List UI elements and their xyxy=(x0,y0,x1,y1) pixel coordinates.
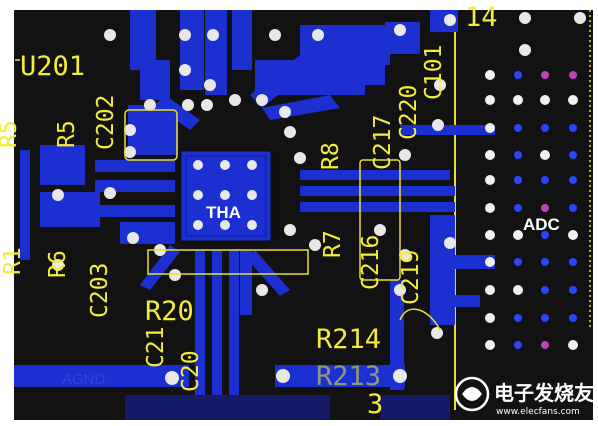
silk-r213: R213 xyxy=(316,361,381,392)
copper-traces xyxy=(14,10,495,420)
chip-label-tha: THA xyxy=(206,203,241,222)
silk-c216: C216 xyxy=(358,235,384,290)
silk-r5: R5 xyxy=(54,120,80,148)
silk-c217: C217 xyxy=(370,115,396,170)
silk-r8: R8 xyxy=(318,142,344,170)
silkscreen-outlines xyxy=(15,59,441,331)
silk-r20: R20 xyxy=(145,296,194,327)
elecfans-watermark: 电子发烧友 www.elecfans.com xyxy=(454,376,594,417)
watermark-text: 电子发烧友 xyxy=(494,381,594,405)
silk-c203: C203 xyxy=(87,263,113,318)
silk-c20: C20 xyxy=(178,350,204,392)
chip-label-adc: ADC xyxy=(523,215,560,234)
silk-r6: R6 xyxy=(45,250,71,278)
vias xyxy=(52,12,586,385)
silk-ref-3: 3 xyxy=(367,389,383,420)
watermark-logo-icon xyxy=(454,376,490,412)
net-label-agnd: AGND xyxy=(62,371,106,388)
silk-c219: C219 xyxy=(398,250,424,305)
silk-c21: C21 xyxy=(143,326,169,368)
silk-ref-14: 14 xyxy=(465,2,498,33)
silk-r5-left: R5 xyxy=(0,120,22,148)
silk-r7: R7 xyxy=(320,230,346,258)
silk-c101: C101 xyxy=(421,45,447,100)
adc-bga-pads xyxy=(485,70,578,350)
silk-u201: U201 xyxy=(20,51,85,82)
silk-r214: R214 xyxy=(316,324,381,355)
watermark-url: www.elecfans.com xyxy=(496,407,580,417)
silk-c220: C220 xyxy=(396,85,422,140)
silk-r1: R1 xyxy=(0,247,26,275)
silk-c202: C202 xyxy=(93,95,119,150)
watermark-logo-mark xyxy=(462,387,482,401)
